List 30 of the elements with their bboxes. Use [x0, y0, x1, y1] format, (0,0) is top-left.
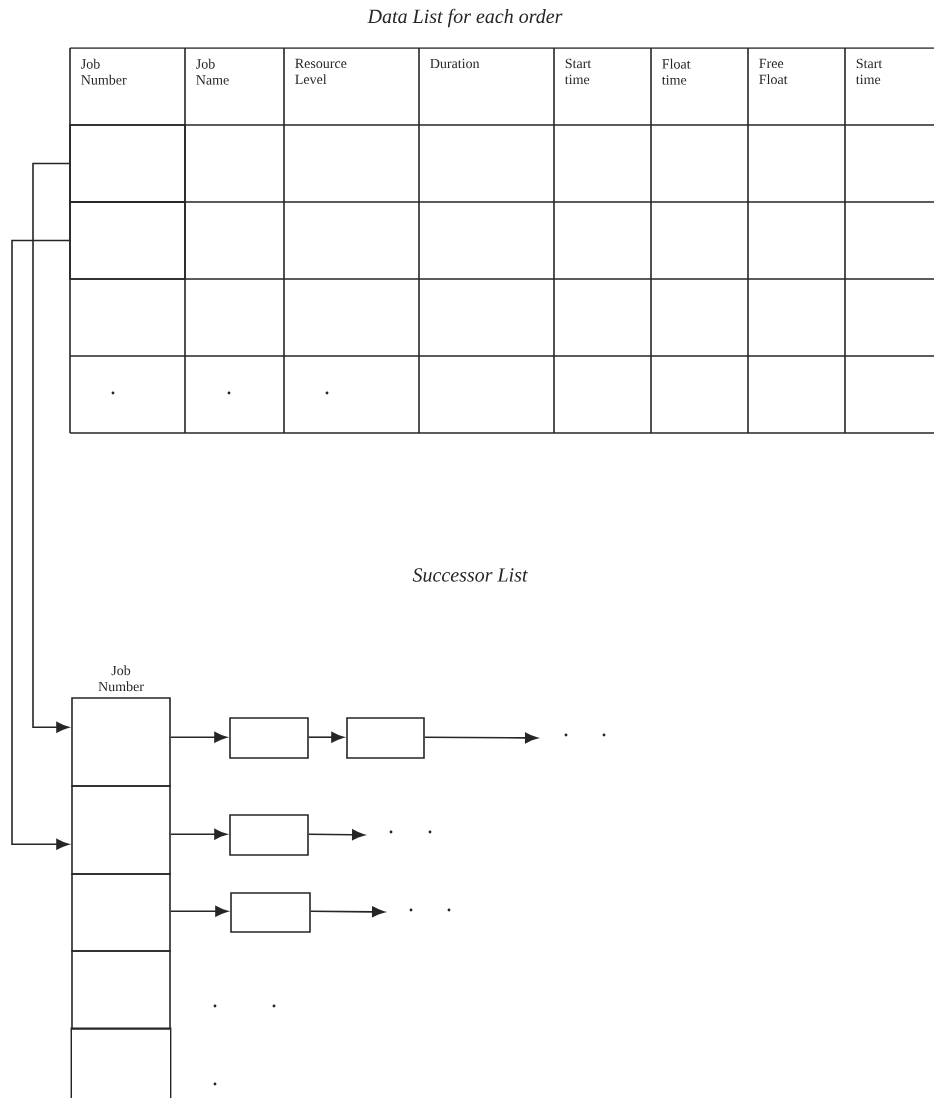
table-cell [69, 124, 186, 203]
list-cell [71, 873, 171, 952]
list-cell [70, 1027, 172, 1098]
column-header: Float time [661, 58, 691, 85]
list-cell [71, 950, 171, 1030]
column-header: Job Name [196, 58, 229, 85]
column-header: Resource Level [295, 58, 347, 85]
arrow [11, 239, 70, 850]
list-cell [71, 785, 171, 875]
list-cell [71, 697, 171, 787]
column-header: Job Number [81, 58, 127, 85]
successor-box [346, 717, 425, 759]
section-heading: Successor List [412, 568, 528, 582]
arrow [32, 162, 70, 733]
table-cell [69, 201, 186, 280]
successor-box [230, 892, 311, 933]
diagram-title: Data List for each order [367, 8, 563, 28]
arrow [424, 732, 538, 744]
arrow [308, 829, 365, 841]
successor-box [229, 717, 309, 759]
column-header: Start time [855, 58, 883, 85]
column-header: Duration [430, 58, 480, 69]
successor-box [229, 814, 309, 856]
arrow [170, 731, 227, 743]
arrow [308, 731, 344, 743]
arrow [170, 828, 227, 840]
arrow [170, 905, 228, 917]
column-header: Start time [564, 58, 592, 85]
arrow [310, 906, 385, 918]
column-header: Free Float [759, 58, 788, 85]
